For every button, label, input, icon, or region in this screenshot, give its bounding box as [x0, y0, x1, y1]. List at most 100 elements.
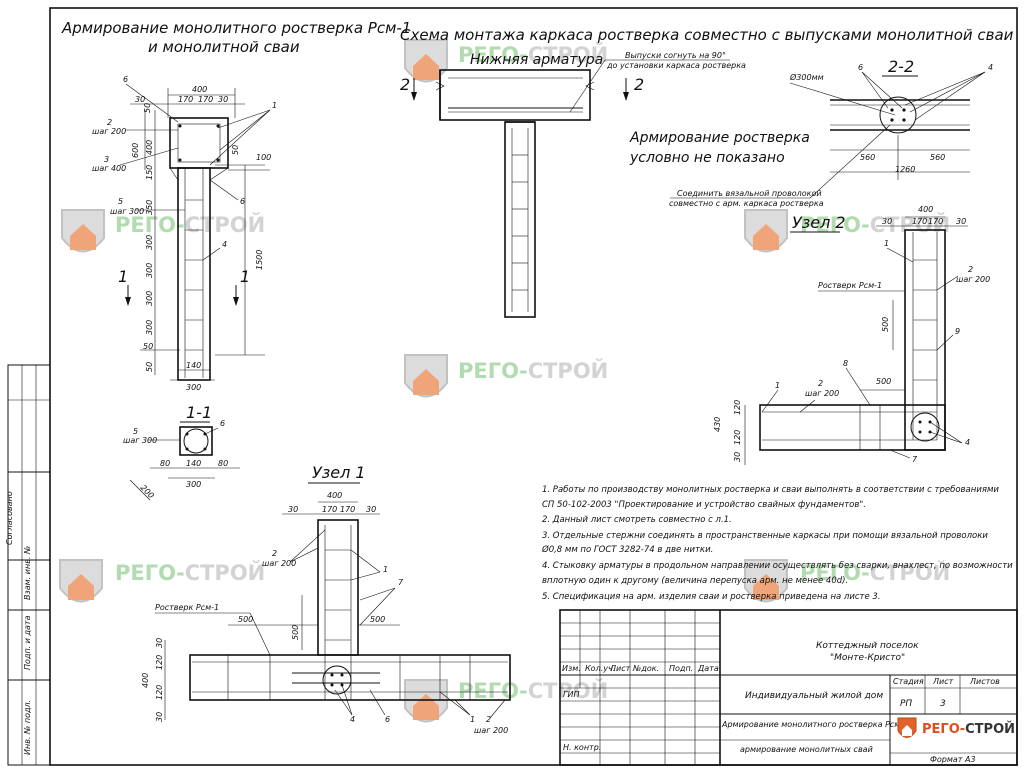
svg-text:Н. контр.: Н. контр.: [563, 743, 601, 752]
svg-text:9: 9: [955, 327, 960, 336]
project-line2: "Монте-Кристо": [830, 653, 905, 663]
section-mark-1-left: 1: [118, 267, 128, 286]
svg-text:30: 30: [218, 95, 228, 104]
svg-text:80: 80: [218, 459, 228, 468]
svg-text:РЕГО-СТРОЙ: РЕГО-СТРОЙ: [458, 678, 608, 703]
svg-text:30: 30: [155, 638, 164, 648]
svg-text:30: 30: [135, 95, 145, 104]
svg-text:7: 7: [912, 455, 918, 464]
svg-text:2: 2: [107, 118, 112, 127]
watermark-text: РЕГО-: [115, 561, 185, 585]
drawing-line1: Армирование монолитного ростверка Рсм-1: [721, 720, 908, 729]
bottom-rebar-title: Нижняя арматура: [470, 52, 603, 68]
svg-text:500: 500: [370, 615, 385, 624]
svg-text:300: 300: [186, 383, 201, 392]
svg-text:2: 2: [486, 715, 491, 724]
logo-text: РЕГО-: [922, 722, 965, 737]
svg-text:1-1: 1-1: [186, 403, 212, 422]
svg-text:140: 140: [186, 361, 201, 370]
svg-text:430: 430: [713, 417, 722, 432]
format-label: Формат А3: [930, 755, 976, 764]
project-line1: Коттеджный поселок: [816, 641, 919, 651]
svg-text:30: 30: [155, 712, 164, 722]
watermark-shield-icon: [744, 209, 788, 253]
svg-text:Узел 2: Узел 2: [792, 213, 846, 232]
svg-text:2: 2: [272, 549, 277, 558]
svg-text:Стадия: Стадия: [893, 677, 924, 686]
side-replace-inv: Взам. инв. №: [23, 546, 32, 600]
side-agreed: Согласовано: [5, 491, 14, 545]
svg-text:Узел 1: Узел 1: [312, 463, 366, 482]
svg-text:30: 30: [288, 505, 298, 514]
svg-text:120: 120: [733, 430, 742, 445]
watermark-text: РЕГО-: [800, 213, 870, 237]
svg-text:2: 2: [400, 75, 410, 94]
svg-text:Кол.уч.: Кол.уч.: [585, 664, 615, 673]
svg-text:50: 50: [143, 103, 152, 113]
svg-text:30: 30: [733, 452, 742, 462]
watermark-shield-icon: [59, 559, 103, 603]
svg-text:400: 400: [918, 205, 933, 214]
svg-text:шаг 200: шаг 200: [92, 127, 126, 136]
svg-text:3: 3: [104, 155, 109, 164]
drawing-line2: армирование монолитных свай: [740, 745, 873, 754]
side-inv-orig: Инв. № подл.: [23, 700, 32, 755]
svg-text:30: 30: [882, 217, 892, 226]
svg-text:1: 1: [470, 715, 475, 724]
watermark-text: РЕГО-: [458, 679, 528, 703]
general-notes: 1. Работы по производству монолитных рос…: [541, 485, 1013, 602]
svg-text:400: 400: [145, 140, 154, 155]
svg-text:Соединить вязальной проволокой: Соединить вязальной проволокой: [677, 189, 822, 198]
node-2: Узел 2 400 30 170 170 30 1 2 шаг 200 Рос…: [713, 205, 990, 465]
svg-text:8: 8: [843, 359, 848, 368]
svg-text:500: 500: [881, 317, 890, 332]
svg-text:400: 400: [141, 673, 150, 688]
reinf-note-line1: Армирование ростверка: [629, 130, 810, 146]
svg-text:6: 6: [858, 63, 863, 72]
note-2: 2. Данный лист смотреть совместно с л.1.: [542, 515, 732, 525]
svg-text:500: 500: [876, 377, 891, 386]
node-1: Узел 1 400 30 170 170 30 2 шаг 200: [141, 463, 511, 735]
svg-text:6: 6: [240, 197, 245, 206]
svg-text:4: 4: [350, 715, 355, 724]
svg-text:Подп.: Подп.: [669, 664, 693, 673]
watermark-text: РЕГО-: [115, 213, 185, 237]
svg-text:РЕГО-СТРОЙ: РЕГО-СТРОЙ: [800, 212, 950, 237]
svg-text:№док.: №док.: [632, 664, 659, 673]
svg-text:до установки каркаса ростверка: до установки каркаса ростверка: [606, 61, 746, 70]
svg-text:300: 300: [145, 291, 154, 306]
svg-text:ГИП: ГИП: [563, 690, 579, 699]
svg-text:6: 6: [220, 419, 225, 428]
svg-text:РП: РП: [900, 699, 912, 709]
svg-text:30: 30: [366, 505, 376, 514]
svg-text:500: 500: [291, 625, 300, 640]
svg-text:1: 1: [272, 101, 277, 110]
svg-text:4: 4: [988, 63, 993, 72]
svg-text:300: 300: [145, 235, 154, 250]
svg-text:120: 120: [733, 400, 742, 415]
svg-text:4: 4: [965, 438, 970, 447]
svg-text:600: 600: [131, 143, 140, 158]
watermark-shield-icon: [404, 354, 448, 398]
svg-text:4: 4: [222, 240, 227, 249]
svg-text:Ростверк Рсм-1: Ростверк Рсм-1: [818, 281, 882, 290]
svg-text:шаг 300: шаг 300: [110, 207, 144, 216]
note-1b: СП 50-102-2003 "Проектирование и устройс…: [542, 500, 866, 510]
svg-text:100: 100: [256, 153, 271, 162]
left-title-line1: Армирование монолитного ростверка Рсм-1: [61, 19, 411, 37]
svg-text:170: 170: [340, 505, 355, 514]
svg-text:шаг 200: шаг 200: [956, 275, 990, 284]
svg-text:400: 400: [327, 491, 342, 500]
svg-text:500: 500: [238, 615, 253, 624]
center-title: Схема монтажа каркаса ростверка совместн…: [400, 26, 1014, 44]
svg-text:Ростверк Рсм-1: Ростверк Рсм-1: [155, 603, 219, 612]
svg-text:1: 1: [383, 565, 388, 574]
svg-text:7: 7: [398, 578, 404, 587]
svg-text:шаг 300: шаг 300: [123, 436, 157, 445]
svg-text:350: 350: [145, 200, 154, 215]
watermark-shield-icon: [404, 39, 448, 83]
svg-text:50: 50: [145, 362, 154, 372]
note-3a: 3. Отдельные стержни соединять в простра…: [542, 531, 988, 541]
svg-text:150: 150: [145, 165, 154, 180]
